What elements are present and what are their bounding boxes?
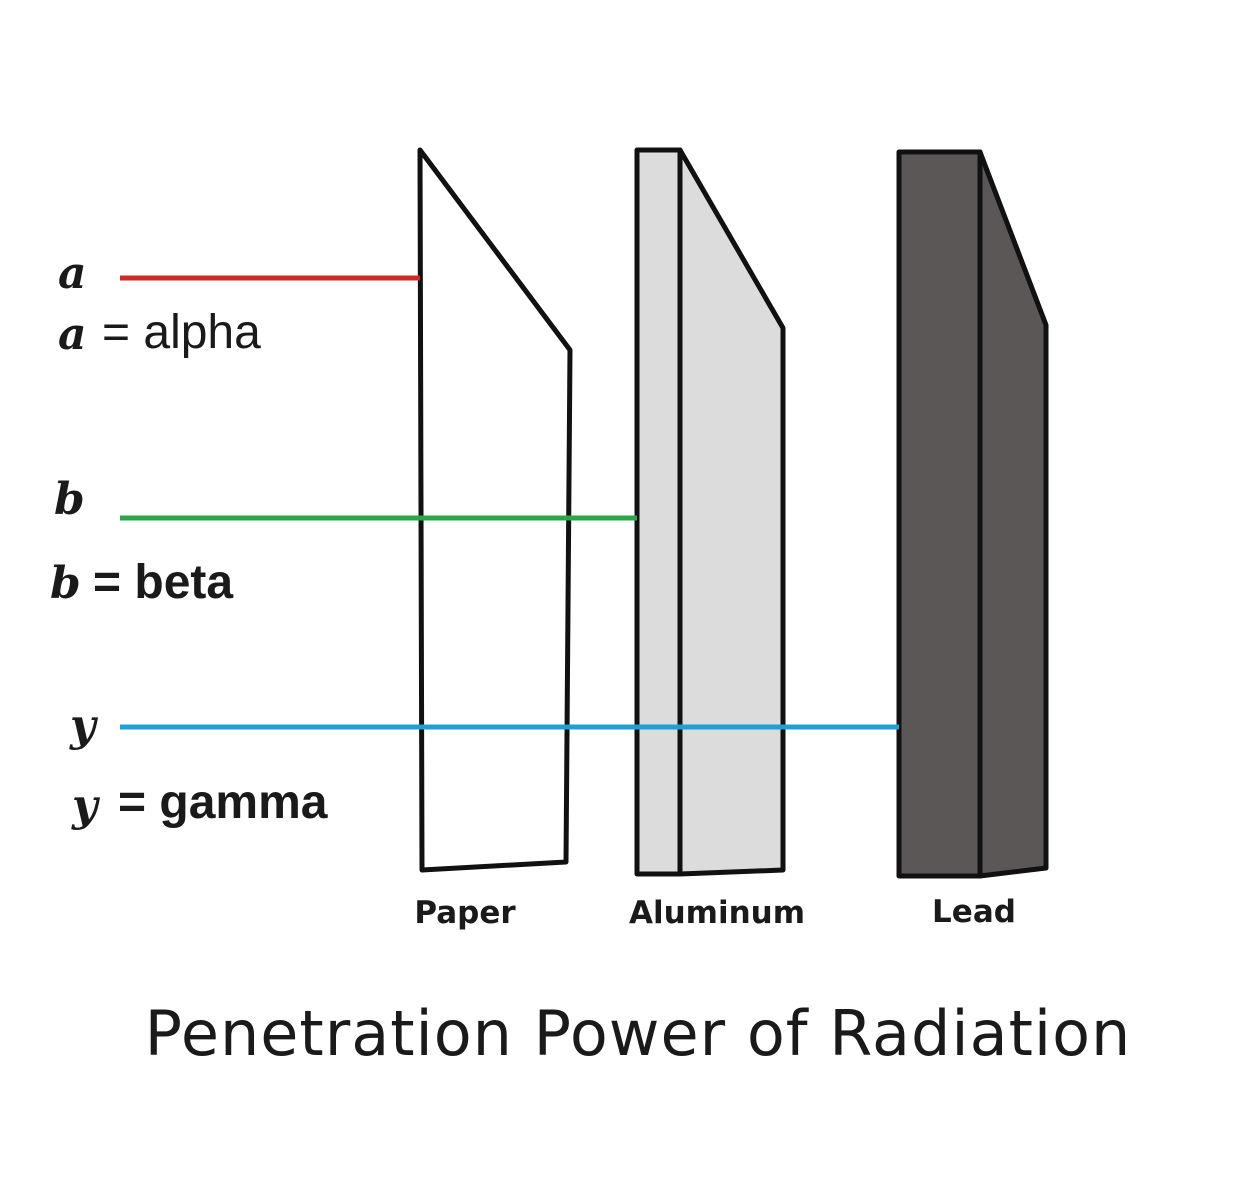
aluminum-label: Aluminum bbox=[629, 895, 805, 931]
diagram-title: Penetration Power of Radiation bbox=[145, 997, 1132, 1070]
alpha-symbol: a bbox=[58, 248, 87, 299]
paper-label: Paper bbox=[414, 895, 516, 931]
gamma-symbol: y bbox=[69, 700, 99, 751]
beta-legend-text: = beta bbox=[93, 556, 233, 609]
beta-symbol: b bbox=[54, 474, 85, 525]
lead-front-face bbox=[896, 149, 983, 879]
alpha-legend-symbol: a bbox=[58, 309, 87, 360]
aluminum-barrier bbox=[634, 147, 786, 877]
aluminum-front-face bbox=[634, 147, 683, 877]
paper-sheet bbox=[417, 147, 573, 873]
gamma-legend-symbol: y bbox=[71, 780, 101, 831]
aluminum-side-face bbox=[677, 147, 786, 877]
lead-side-face bbox=[977, 149, 1049, 879]
gamma-legend-text: = gamma bbox=[118, 776, 328, 829]
lead-barrier bbox=[896, 149, 1049, 879]
lead-label: Lead bbox=[932, 894, 1016, 930]
beta-legend-symbol: b bbox=[50, 558, 81, 609]
alpha-legend-text: = alpha bbox=[102, 306, 261, 359]
paper-barrier bbox=[417, 147, 573, 873]
